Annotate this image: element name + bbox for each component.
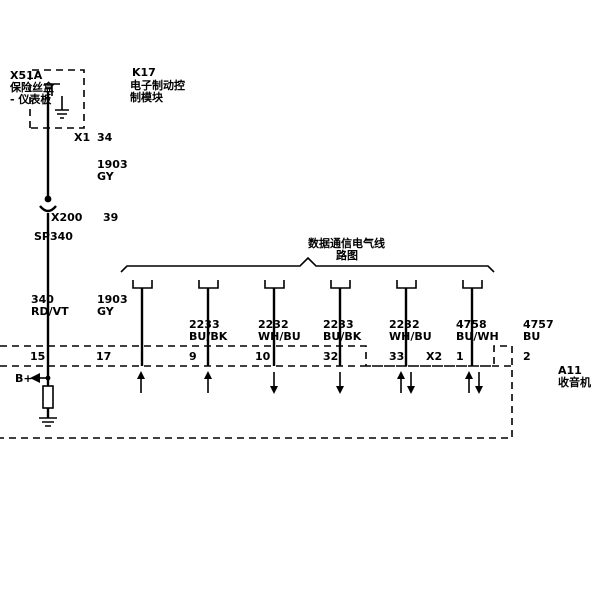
ebcm-name-2: 制模块	[130, 90, 164, 104]
lower-left-color: RD/VT	[31, 305, 69, 318]
data-bus-title-1: 数据通信电气线	[308, 236, 385, 250]
data-wire-2-color: WH/BU	[258, 330, 301, 343]
x200-connector-icon	[39, 205, 57, 213]
data-wire-2-circuit: 2232	[258, 318, 289, 331]
data-wires	[140, 288, 474, 366]
data-bus-bracket	[120, 256, 495, 273]
pin-2: 2	[523, 350, 531, 363]
x200-pin: 39	[103, 211, 118, 224]
data-wire-3-circuit: 2233	[323, 318, 354, 331]
fuse-ground-icon	[55, 96, 69, 119]
data-wire-4-circuit: 2232	[389, 318, 420, 331]
upper-circuit: 1903	[97, 158, 128, 171]
bplus-arrow-icon	[30, 373, 40, 383]
pin-15: 15	[30, 350, 45, 363]
signal-arrows	[137, 371, 483, 394]
upper-color: GY	[97, 170, 115, 183]
x2-label: X2	[426, 350, 442, 363]
data-wire-labels: 2233 BU/BK 2232 WH/BU 2233 BU/BK 2232 WH…	[189, 318, 554, 343]
data-wire-5-circuit: 4758	[456, 318, 487, 331]
radio-name: 收音机	[558, 375, 591, 389]
data-wire-6-color: BU	[523, 330, 540, 343]
ground-icon	[39, 417, 57, 427]
data-wire-6-circuit: 4757	[523, 318, 554, 331]
radio-outline	[0, 345, 513, 439]
pin-33: 33	[389, 350, 404, 363]
splice-node	[44, 195, 52, 203]
data-wire-stubs	[132, 280, 483, 289]
fuse-block-id: X51A	[10, 69, 43, 82]
fuse-block-box	[29, 69, 85, 129]
fuse-symbol	[44, 83, 60, 96]
bplus-label: B+	[15, 372, 33, 385]
pin-labels: 15 17 9 10 32 33 1 2	[30, 350, 531, 363]
ebcm-name-1: 电子制动控	[130, 78, 185, 92]
pin-9: 9	[189, 350, 197, 363]
pin-10: 10	[255, 350, 271, 363]
fuse-block-name-2: - 仪表板	[10, 92, 52, 106]
ebcm-id: K17	[132, 66, 156, 79]
pin-17: 17	[96, 350, 111, 363]
bplus-node	[45, 375, 51, 381]
data-wire-3-color: BU/BK	[323, 330, 362, 343]
data-wire-5-color: BU/WH	[456, 330, 499, 343]
data-wire-4-color: WH/BU	[389, 330, 432, 343]
lower-gy-circuit: 1903	[97, 293, 128, 306]
data-wire-1-color: BU/BK	[189, 330, 228, 343]
x1-pin: 34	[97, 131, 113, 144]
data-wire-1-circuit: 2233	[189, 318, 220, 331]
pin-32: 32	[323, 350, 338, 363]
resistor-icon	[42, 385, 54, 409]
lower-left-circuit: 340	[31, 293, 54, 306]
lower-gy-color: GY	[97, 305, 115, 318]
x200-label: X200	[51, 211, 83, 224]
pin-1: 1	[456, 350, 464, 363]
radio-id: A11	[558, 364, 582, 377]
fuse-block-name-1: 保险丝盒	[9, 80, 55, 94]
data-bus-title-2: 路图	[336, 248, 358, 262]
splice-label: SP340	[34, 230, 73, 243]
x1-label: X1	[74, 131, 90, 144]
